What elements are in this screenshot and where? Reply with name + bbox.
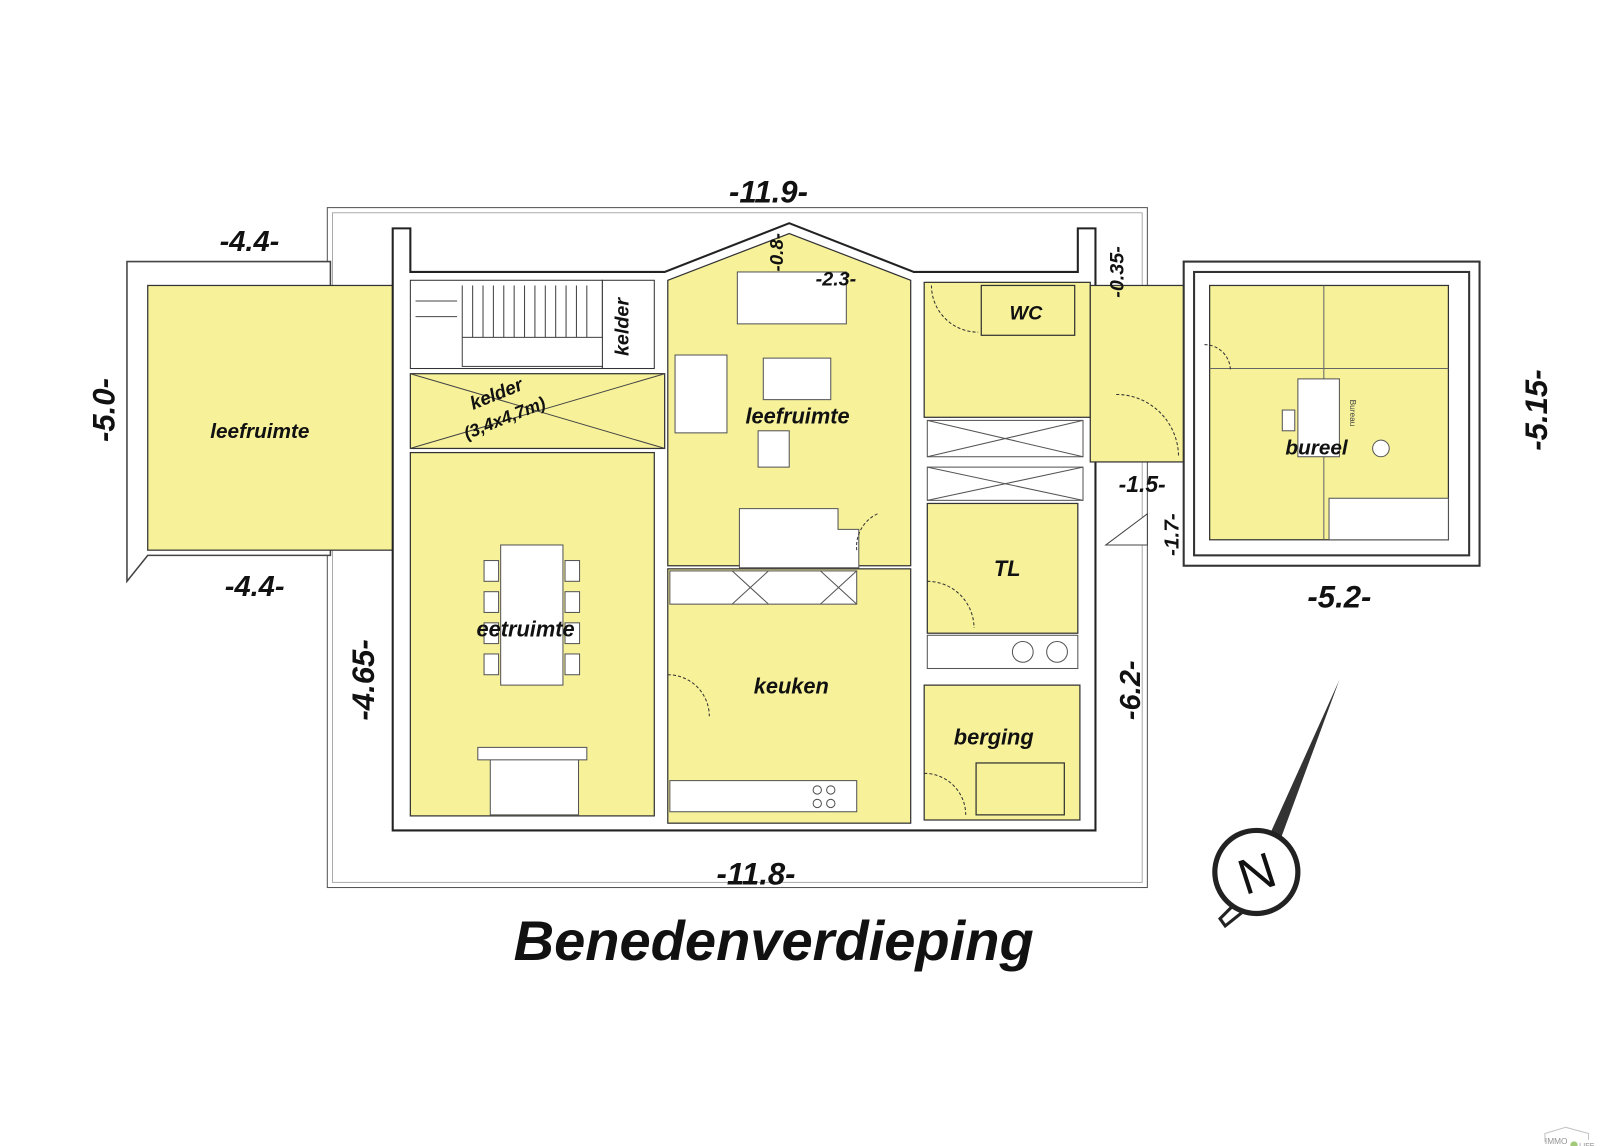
label-kitchen: keuken <box>754 673 829 698</box>
dim-office-depth: -5.15- <box>1519 369 1554 450</box>
cellar-hatch <box>409 373 666 450</box>
label-office: bureel <box>1285 437 1349 460</box>
dining-table <box>483 544 581 686</box>
label-tl: TL <box>994 556 1021 581</box>
stairs <box>409 279 655 370</box>
dim-terrace-depth: -5.0- <box>87 378 122 442</box>
kitchen-counter-bottom <box>669 780 858 813</box>
label-office-small: Bureau <box>1348 400 1358 427</box>
immo2life-logo: IMMO LIFE <box>1544 1126 1595 1146</box>
dim-bay-depth: -0.8- <box>766 233 787 271</box>
label-storage: berging <box>954 724 1034 749</box>
dim-terrace-bottom: -4.4- <box>225 571 285 603</box>
label-terrace-living: leefruimte <box>210 420 309 443</box>
hearth <box>477 746 588 761</box>
svg-text:LIFE: LIFE <box>1579 1141 1594 1146</box>
dim-bay-width: -2.3- <box>816 268 857 290</box>
svg-text:IMMO: IMMO <box>1545 1136 1568 1146</box>
dim-office-width: -5.2- <box>1307 579 1371 614</box>
dim-corridor-width: -1.5- <box>1119 471 1166 497</box>
dim-bottom-width: -11.8- <box>717 856 796 891</box>
closets <box>926 419 1084 501</box>
entrance-step <box>1104 512 1148 546</box>
north-arrow: N <box>1212 679 1340 929</box>
label-living: leefruimte <box>745 404 849 429</box>
terrace-area <box>126 260 398 584</box>
dim-right-depth: -6.2- <box>1115 660 1147 720</box>
corridor <box>1089 284 1190 463</box>
living-furniture <box>674 271 860 569</box>
dim-offset: -0.35- <box>1106 246 1128 298</box>
label-cellar-stairs: kelder <box>611 297 633 356</box>
dim-dining-depth: -4.65- <box>346 639 381 720</box>
room-tl <box>926 502 1079 634</box>
dim-terrace-top: -4.4- <box>220 226 280 258</box>
dim-top-width: -11.9- <box>729 174 808 209</box>
office-building <box>1182 260 1481 567</box>
fireplace <box>489 757 580 816</box>
plan-title: Benedenverdieping <box>514 909 1034 972</box>
room-wc <box>980 284 1076 336</box>
label-wc: WC <box>1009 303 1043 325</box>
dim-corridor-depth: -1.7- <box>1161 513 1184 556</box>
kitchen-counter-top <box>669 570 858 605</box>
label-dining: eetruimte <box>477 616 575 641</box>
